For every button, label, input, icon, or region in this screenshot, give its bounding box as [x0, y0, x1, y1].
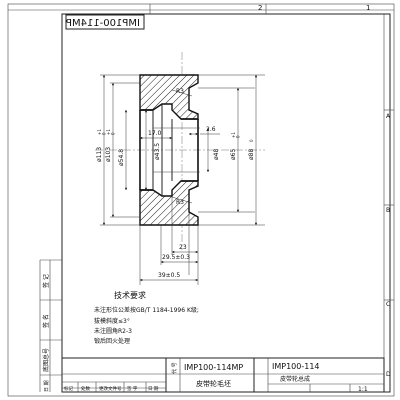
rev-header-doc: 更改文件号: [99, 385, 122, 392]
label-w23: 23: [179, 244, 187, 251]
rev-header-mark: 标记: [64, 385, 73, 392]
left-strip-label-4: 日 期: [44, 380, 50, 392]
section-top: [139, 74, 199, 120]
zone-letter-a: A: [386, 113, 391, 120]
note-line-2: 拔模斜度≤3°: [94, 317, 130, 325]
label-d113-tol: +10: [97, 129, 106, 135]
title-part-name: 皮带轮毛坯: [196, 379, 231, 388]
label-d88-tol: 0: [249, 139, 254, 142]
left-strip: [39, 259, 62, 392]
label-d88: ø88: [248, 149, 255, 160]
zone-letter-b: B: [386, 207, 390, 214]
diameter-dimensions: [102, 74, 258, 226]
label-w2-6: 2.6: [206, 126, 216, 133]
notes-title: 技术要求: [114, 290, 146, 300]
radius-callouts: [171, 89, 193, 204]
title-code-label: 代 号: [171, 362, 178, 374]
bore-outline: [139, 104, 200, 196]
mirrored-code: IMP100-114MP: [66, 18, 140, 29]
title-code: IMP100-114MP: [184, 363, 243, 372]
left-strip-label-3: 底图总号: [42, 348, 50, 372]
technical-notes: 技术要求 未注形位公差按GB/T 1184-1996 K级; 拔模斜度≤3° 未…: [94, 290, 199, 345]
mirrored-code-box: IMP100-114MP: [65, 14, 145, 30]
left-strip-label-1: 签 记: [42, 274, 50, 288]
zone-number-2: 2: [258, 4, 262, 12]
left-strip-label-2: 签 名: [42, 314, 50, 328]
zone-labels: 2 1 A B C D: [258, 4, 391, 378]
note-line-1: 未注形位公差按GB/T 1184-1996 K级;: [94, 306, 199, 314]
label-d103-tol: +10: [106, 129, 115, 135]
rev-header-date: 日 期: [148, 386, 159, 392]
sheet-frame: [7, 3, 395, 397]
note-line-4: 锻后回火处理: [94, 337, 130, 345]
zone-letter-d: D: [386, 371, 391, 378]
label-d65: ø65: [230, 149, 237, 160]
label-r3-bottom: R3: [176, 199, 184, 206]
inner-width-dims: [139, 132, 220, 140]
note-line-3: 未注圆角R2-3: [94, 327, 132, 335]
rev-header-sign: 签 字: [127, 385, 138, 392]
label-d43: ø43.5: [154, 143, 161, 160]
rev-header-count: 处数: [81, 385, 90, 392]
section-bottom: [139, 180, 199, 226]
label-w17: 17.0: [148, 130, 162, 137]
title-product-name: 皮带轮总成: [280, 375, 310, 383]
label-d65-tol: +10: [231, 132, 240, 138]
label-d48: ø48: [213, 149, 220, 160]
label-d103: ø103: [105, 147, 112, 162]
zone-number-1: 1: [366, 4, 370, 12]
title-block: [61, 357, 385, 393]
label-w29-5: 29.5±0.3: [162, 254, 190, 261]
label-d54: ø54.8: [118, 149, 125, 166]
extension-lines: [100, 74, 265, 285]
label-r3-top: R3: [176, 88, 184, 95]
bottom-width-dims: [139, 225, 199, 282]
title-scale: 1:1: [358, 386, 368, 393]
label-w39: 39±0.5: [158, 272, 180, 279]
title-product-code: IMP100-114: [272, 362, 320, 371]
label-d113: ø113: [96, 147, 103, 162]
zone-letter-c: C: [386, 301, 390, 308]
